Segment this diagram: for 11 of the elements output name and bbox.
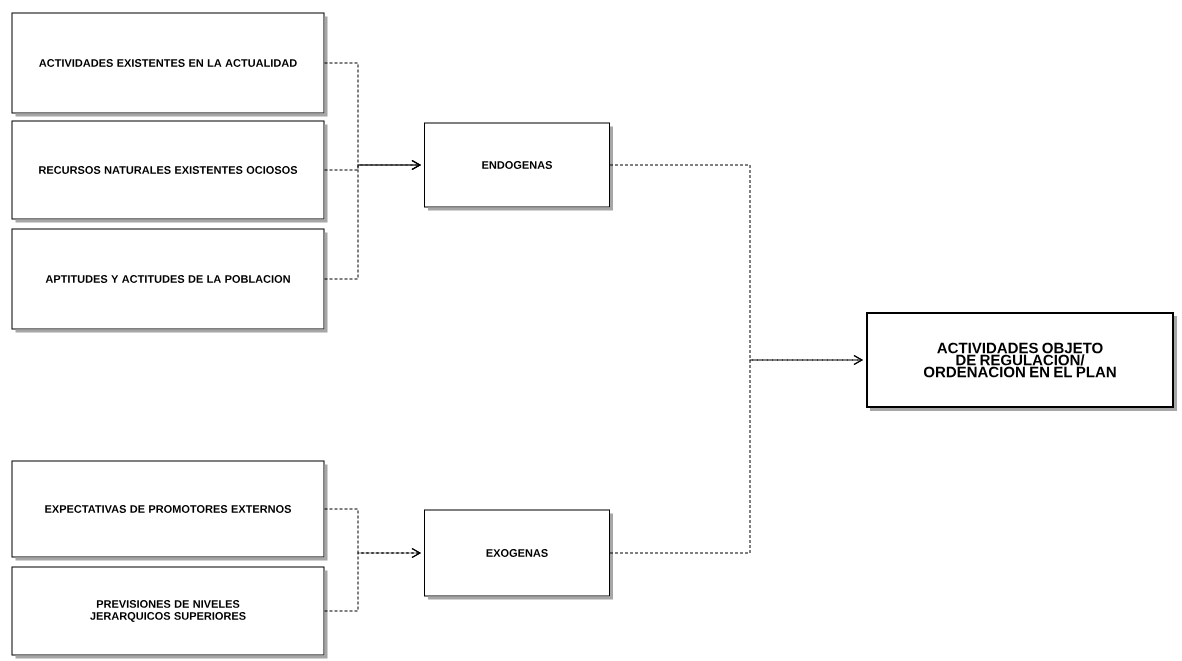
process-box: EXOGENAS [424,509,613,600]
process-box: ACTIVIDADES EXISTENTES EN LA ACTUALIDAD [11,12,328,117]
process-box: ACTIVIDADES OBJETO DE REGULACION/ ORDENACION EN EL PLAN [866,312,1177,411]
process-box: EXPECTATIVAS DE PROMOTORES EXTERNOS [11,460,328,561]
process-box: PREVISIONES DE NIVELES JERARQUICOS SUPERIORES [11,566,328,659]
process-box: ENDOGENAS [424,122,613,211]
arrow [324,160,421,280]
arrow [609,355,863,554]
process-box: APTITUDES Y ACTITUDES DE LA POBLACION [11,228,328,333]
process-box: RECURSOS NATURALES EXISTENTES OCIOSOS [11,120,328,223]
arrow [324,548,421,612]
